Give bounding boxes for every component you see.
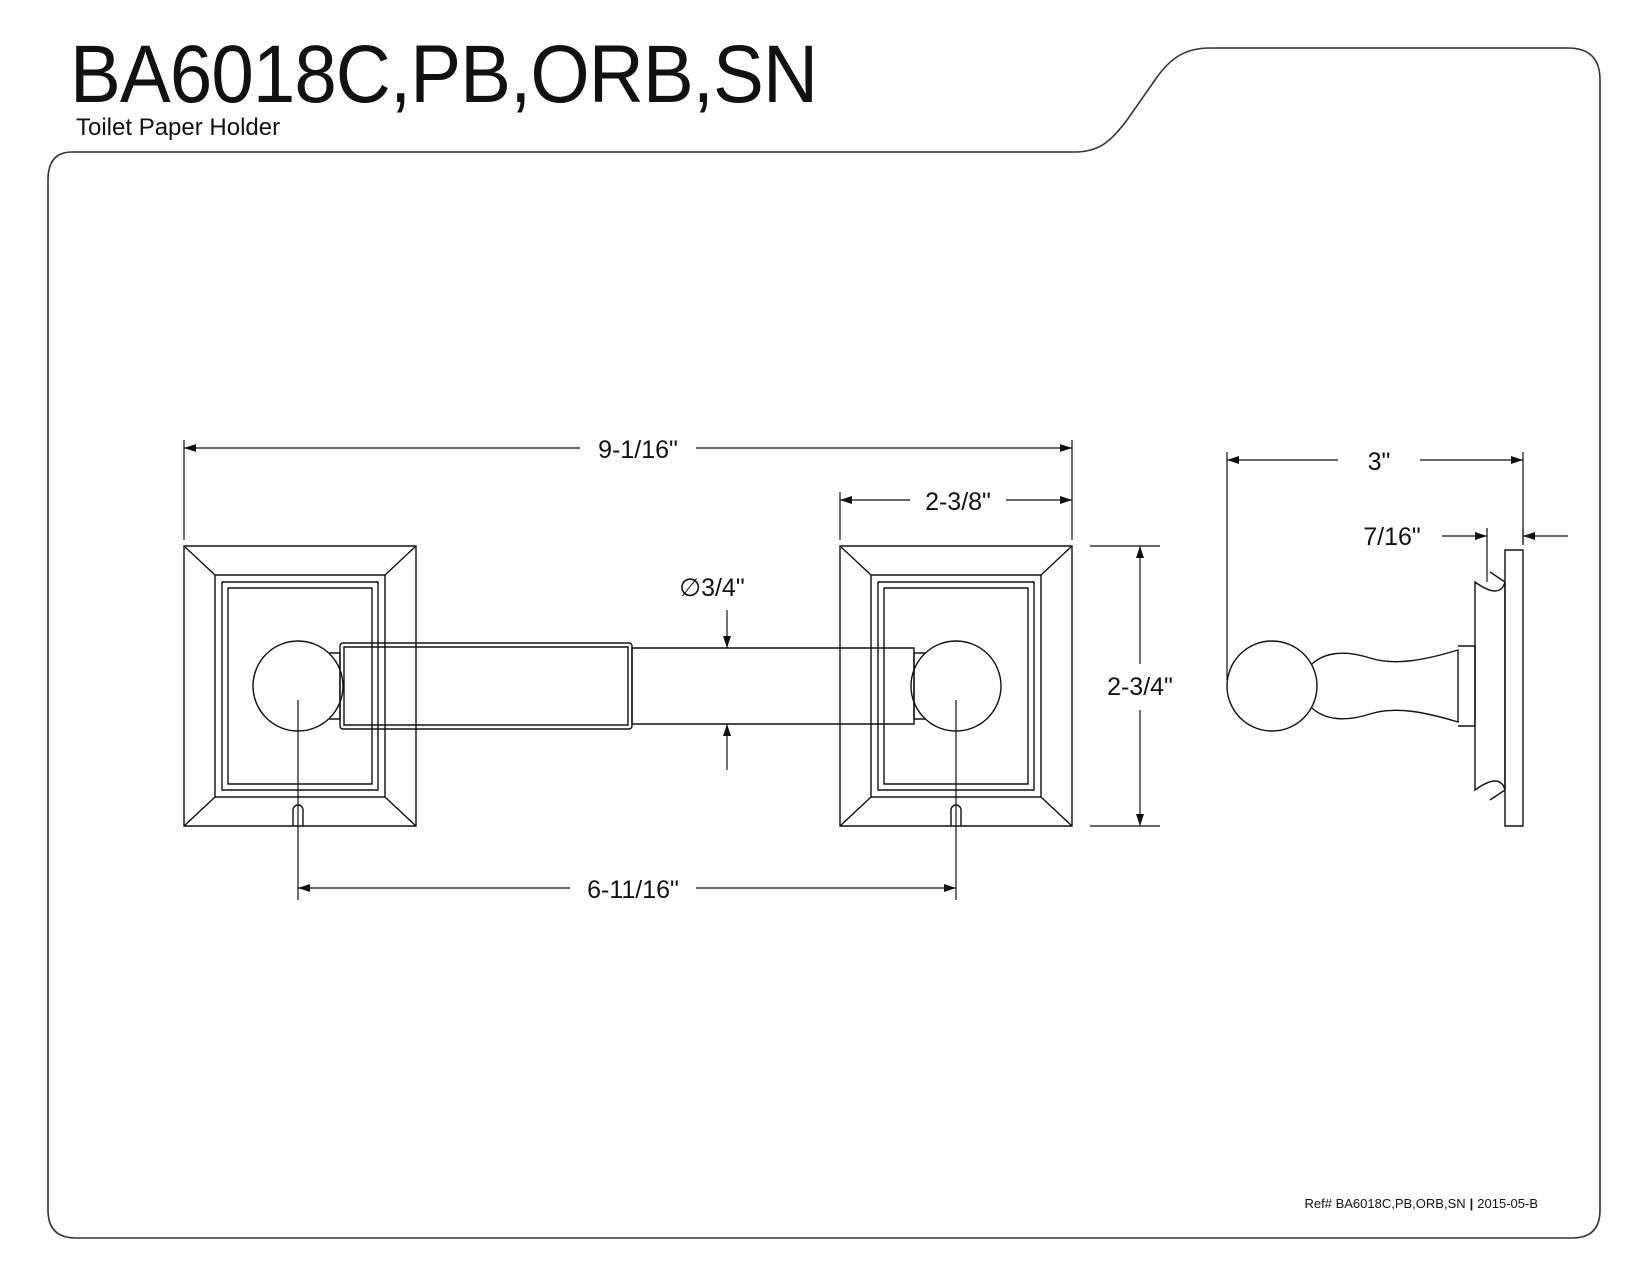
- drawing-frame: [48, 48, 1600, 1238]
- revision-code: 2015-05-B: [1477, 1196, 1538, 1211]
- reference-separator: |: [1469, 1196, 1474, 1211]
- dim-bracket-width: 2-3/8": [925, 488, 991, 516]
- dim-bracket-height: 2-3/4": [1107, 673, 1173, 701]
- dimension-lines: [184, 440, 1568, 900]
- reference-footer: Ref# BA6018C,PB,ORB,SN|2015-05-B: [1305, 1196, 1539, 1211]
- reference-number: Ref# BA6018C,PB,ORB,SN: [1304, 1196, 1466, 1211]
- page-title: BA6018C,PB,ORB,SN: [70, 29, 818, 120]
- dim-center-to-center: 6-11/16": [587, 876, 679, 904]
- roller-rod: [340, 643, 914, 729]
- dim-overall-width: 9-1/16": [598, 436, 678, 464]
- dim-plate-thickness: 7/16": [1363, 523, 1421, 551]
- left-bracket: [184, 546, 416, 826]
- side-view: [1227, 550, 1523, 826]
- dim-projection: 3": [1368, 448, 1391, 476]
- front-view: [184, 546, 1072, 826]
- dim-rod-diameter: ∅3/4": [679, 574, 744, 602]
- page-subtitle: Toilet Paper Holder: [76, 114, 281, 141]
